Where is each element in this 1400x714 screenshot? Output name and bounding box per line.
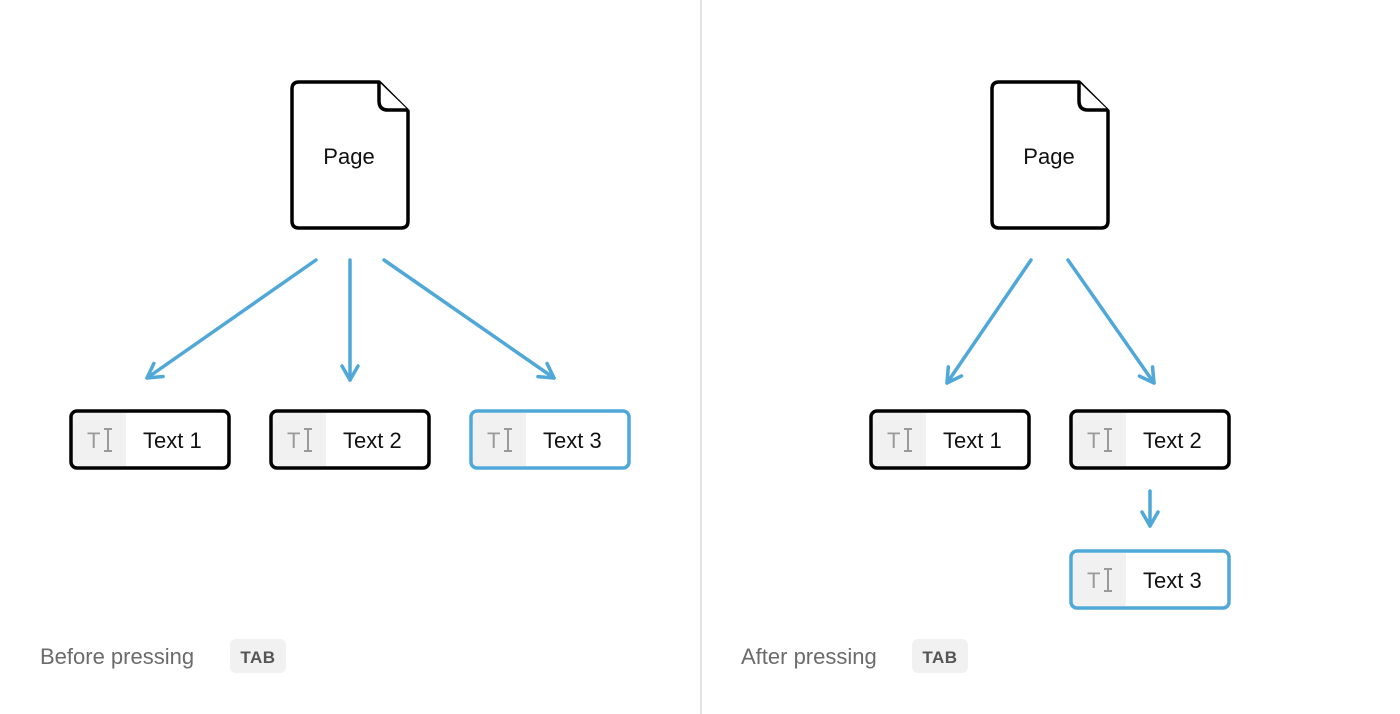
tab-key-label: TAB bbox=[240, 648, 275, 667]
block-label: Text 1 bbox=[143, 428, 202, 453]
icon-background bbox=[873, 413, 926, 466]
block-label: Text 2 bbox=[343, 428, 402, 453]
caption: Before pressing bbox=[40, 644, 194, 669]
svg-text:T: T bbox=[887, 428, 900, 453]
block-border bbox=[469, 409, 631, 470]
block-label: Text 3 bbox=[543, 428, 602, 453]
svg-text:T: T bbox=[1087, 428, 1100, 453]
text-block[interactable]: T Text 2 bbox=[269, 409, 431, 470]
block-label: Text 3 bbox=[1143, 568, 1202, 593]
block-border bbox=[269, 409, 431, 470]
svg-text:T: T bbox=[287, 428, 300, 453]
text-type-icon: T bbox=[487, 428, 512, 453]
before-panel: Page T Text 1 T Text 2 T Text 3 Before pres… bbox=[40, 80, 631, 673]
text-block-selected[interactable]: T Text 3 bbox=[469, 409, 631, 470]
text-type-icon: T bbox=[287, 428, 312, 453]
text-block-selected[interactable]: T Text 3 bbox=[1069, 549, 1231, 610]
arrow-to-text-1 bbox=[145, 258, 318, 380]
icon-background bbox=[473, 413, 526, 466]
after-panel: Page T Text 1 T Text 2 T Text 3 After press… bbox=[741, 80, 1231, 673]
tab-key-badge bbox=[912, 639, 968, 673]
tab-key-label: TAB bbox=[922, 648, 957, 667]
page-document-icon: Page bbox=[990, 80, 1110, 230]
page-document-icon: Page bbox=[290, 80, 410, 230]
text-block[interactable]: T Text 1 bbox=[69, 409, 231, 470]
block-label: Text 1 bbox=[943, 428, 1002, 453]
icon-background bbox=[273, 413, 326, 466]
text-type-icon: T bbox=[887, 428, 912, 453]
svg-text:T: T bbox=[487, 428, 500, 453]
arrow-to-text-1 bbox=[945, 258, 1033, 385]
text-block[interactable]: T Text 2 bbox=[1069, 409, 1231, 470]
text-block[interactable]: T Text 1 bbox=[869, 409, 1031, 470]
block-label: Text 2 bbox=[1143, 428, 1202, 453]
tab-key-badge bbox=[230, 639, 286, 673]
block-border bbox=[69, 409, 231, 470]
svg-text:T: T bbox=[1087, 568, 1100, 593]
icon-background bbox=[1073, 553, 1126, 606]
icon-background bbox=[1073, 413, 1126, 466]
text-type-icon: T bbox=[1087, 568, 1112, 593]
page-label: Page bbox=[1023, 144, 1074, 169]
block-border bbox=[1069, 549, 1231, 610]
svg-text:T: T bbox=[87, 428, 100, 453]
caption: After pressing bbox=[741, 644, 877, 669]
icon-background bbox=[73, 413, 126, 466]
block-border bbox=[1069, 409, 1231, 470]
text-type-icon: T bbox=[87, 428, 112, 453]
text-type-icon: T bbox=[1087, 428, 1112, 453]
arrow-to-text-2 bbox=[1066, 258, 1156, 385]
page-label: Page bbox=[323, 144, 374, 169]
block-border bbox=[869, 409, 1031, 470]
arrow-to-text-3 bbox=[382, 258, 556, 380]
